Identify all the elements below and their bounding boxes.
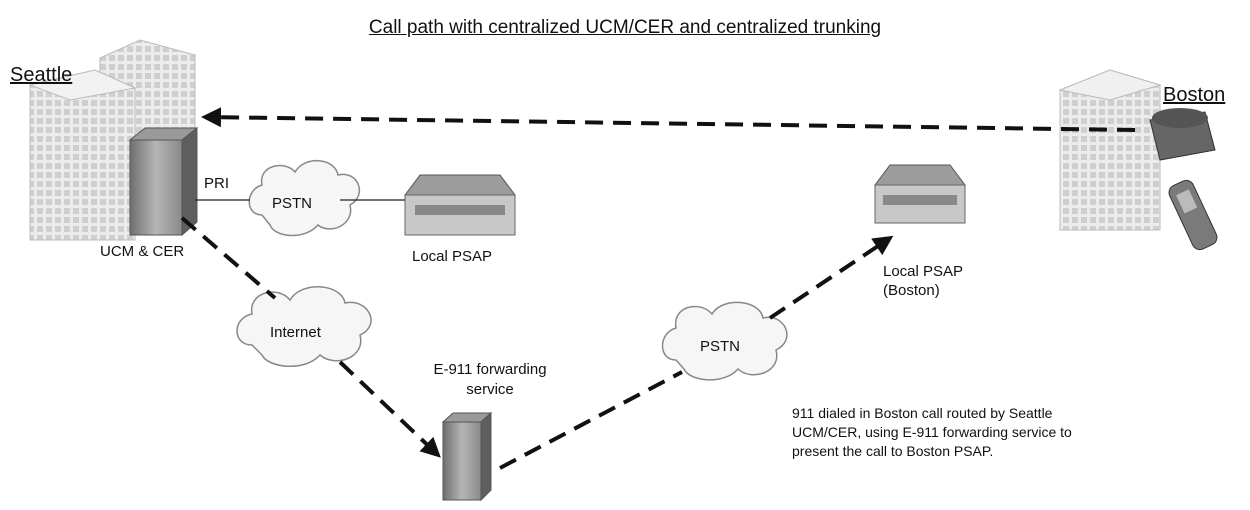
boston-label: Boston <box>1163 84 1226 106</box>
local-psap-boston-label-line2: (Boston) <box>883 282 940 299</box>
call-path-internet-to-forwarding <box>338 360 441 458</box>
mobile-phone-icon <box>1168 179 1218 251</box>
e911-label-line2: service <box>466 381 514 398</box>
ucm-cer-label: UCM & CER <box>100 243 185 260</box>
e911-label-line1: E-911 forwarding <box>433 361 547 378</box>
pstn-cloud-2-label: PSTN <box>700 338 741 355</box>
desk-phone-icon <box>1149 108 1216 161</box>
seattle-label: Seattle <box>10 64 73 86</box>
local-psap-boston-label-line1: Local PSAP <box>883 263 964 280</box>
note-line2: UCM/CER, using E-911 forwarding service … <box>792 424 1072 440</box>
boston-building <box>1058 69 1162 231</box>
pstn-cloud-2 <box>661 301 788 381</box>
call-path-boston-to-seattle <box>201 107 1136 132</box>
pstn-cloud-1 <box>248 159 361 237</box>
call-path-forwarding-to-pstn <box>499 370 683 470</box>
internet-label: Internet <box>270 324 321 341</box>
local-psap-boston-building <box>874 164 966 224</box>
call-path-seattle-to-internet <box>180 216 277 300</box>
local-psap-label: Local PSAP <box>412 248 493 265</box>
seattle-buildings <box>28 39 196 241</box>
diagram-title: Call path with centralized UCM/CER and c… <box>368 17 882 38</box>
call-path-pstn-to-boston-psap <box>768 235 894 320</box>
internet-cloud <box>236 286 372 368</box>
call-path <box>180 107 1136 470</box>
local-psap-building <box>404 174 516 236</box>
pri-label: PRI <box>204 175 230 192</box>
note-line3: present the call to Boston PSAP. <box>792 443 994 459</box>
pstn-cloud-1-label: PSTN <box>272 195 313 212</box>
note-line1: 911 dialed in Boston call routed by Seat… <box>792 405 1053 421</box>
e911-forwarding-server <box>441 411 493 502</box>
ucm-cer-server <box>128 126 199 237</box>
